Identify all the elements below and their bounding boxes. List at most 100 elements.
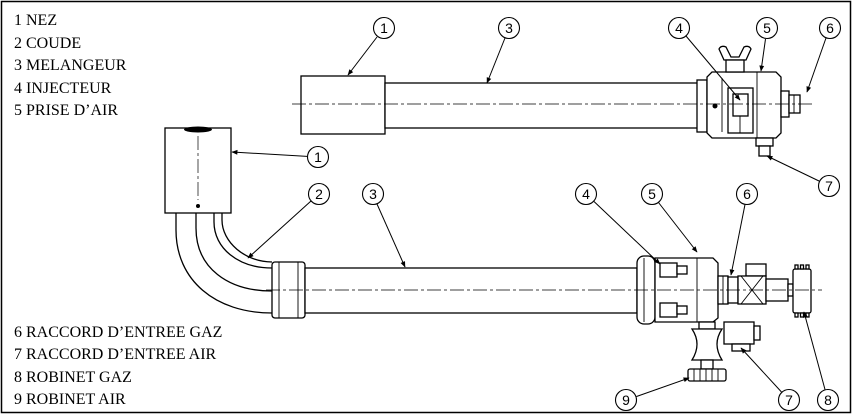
leader-line: [376, 203, 406, 268]
wing-nut: [718, 45, 752, 73]
callout-bubble: [777, 388, 801, 412]
callout-bubble: [497, 16, 521, 40]
legend-item-robinet-air: 9 ROBINET AIR: [14, 391, 126, 408]
callout-bubble: [755, 16, 779, 40]
callout-number: 6: [826, 20, 834, 36]
legend-bottom: 6 RACCORD D’ENTREE GAZ 7 RACCORD D’ENTRE…: [14, 324, 222, 408]
leader-line: [803, 311, 826, 390]
callout-bubble: [816, 388, 840, 412]
callout-bubble: [818, 16, 842, 40]
callout-top-5: 5: [755, 16, 779, 72]
callout-bottom-2: 2: [247, 182, 331, 259]
leader-line: [685, 35, 741, 101]
top-view: [292, 45, 814, 157]
air-inlet-body: [723, 321, 755, 345]
callout-number: 7: [825, 178, 833, 194]
wing-nut-wings: [718, 45, 752, 61]
top-view-callouts: 1 3 4 5 6 7: [347, 16, 842, 198]
leader-line: [231, 149, 308, 157]
knurl-tooth: [794, 312, 799, 318]
knurl-tooth: [805, 312, 810, 318]
callout-number: 6: [743, 186, 751, 202]
nozzle-tip-slot: [184, 126, 212, 133]
callout-bottom-9: 9: [614, 377, 690, 412]
wing-nut-base: [725, 59, 745, 73]
callout-bubble: [735, 182, 759, 206]
callout-number: 1: [314, 149, 322, 165]
legend-item-coude: 2 COUDE: [14, 35, 81, 52]
callout-top-6: 6: [806, 16, 842, 93]
air-inlet-fitting: [723, 321, 761, 352]
leader-line: [593, 201, 661, 265]
callout-bubble: [574, 182, 598, 206]
callout-bottom-6: 6: [729, 182, 759, 276]
callout-number: 4: [675, 20, 683, 36]
leader-line: [636, 377, 690, 397]
leader-line: [247, 200, 312, 259]
callout-bubble: [667, 16, 691, 40]
callout-bottom-7: 7: [740, 347, 801, 412]
leader-line: [806, 37, 827, 93]
leader-line: [347, 36, 378, 76]
legend-top: 1 NEZ 2 COUDE 3 MELANGEUR 4 INJECTEUR 5 …: [14, 12, 127, 119]
air-valve-knob: [687, 368, 727, 382]
nozzle-dot: [196, 204, 200, 208]
air-valve-stem: [698, 321, 716, 330]
tube-collar: [696, 79, 708, 133]
callout-bottom-4: 4: [574, 182, 661, 265]
callout-bottom-3: 3: [361, 182, 406, 268]
nozzle: [300, 75, 386, 135]
legend-item-nez: 1 NEZ: [14, 12, 57, 29]
callout-bubble: [361, 182, 385, 206]
injector-upper: [659, 262, 678, 278]
callout-number: 7: [785, 392, 793, 408]
injector-lower: [659, 302, 678, 318]
body-screw-dot: [712, 103, 718, 109]
legend-item-injecteur: 4 INJECTEUR: [14, 80, 112, 97]
knurl-tooth: [799, 264, 805, 270]
leader-line: [740, 347, 782, 393]
leader-line: [766, 155, 820, 182]
callout-top-7: 7: [766, 155, 841, 198]
callout-bubble: [817, 174, 841, 198]
mixer-tube: [384, 82, 699, 129]
knurl-tooth: [794, 264, 799, 270]
injector-lower-tip: [676, 305, 688, 315]
air-inlet-collar: [731, 343, 751, 352]
callout-top-4: 4: [667, 16, 741, 101]
leader-line: [729, 204, 746, 276]
air-inlet-fitting: [755, 137, 774, 157]
gas-valve-knob: [792, 268, 812, 314]
leader-line: [759, 38, 766, 72]
callout-bubble: [306, 145, 330, 169]
injector-upper-tip: [676, 265, 688, 275]
knurl-tooth: [805, 264, 810, 270]
callout-number: 4: [582, 186, 590, 202]
legend-item-raccord-air: 7 RACCORD D’ENTREE AIR: [14, 346, 217, 363]
injector: [659, 262, 688, 318]
callout-bubble: [614, 388, 638, 412]
callout-bubble: [307, 182, 331, 206]
air-valve-knurl: [693, 369, 719, 381]
air-valve: [687, 321, 727, 382]
air-valve-lower-stem: [700, 359, 714, 370]
air-inlet-nut: [753, 325, 761, 341]
nozzle: [164, 126, 232, 214]
legend-item-robinet-gaz: 8 ROBINET GAZ: [14, 369, 132, 386]
legend-item-melangeur: 3 MELANGEUR: [14, 57, 127, 74]
bottom-view-callouts: 1 2 3 4 5 6 7: [231, 145, 840, 412]
callout-bubble: [640, 182, 664, 206]
leader-line: [486, 37, 506, 84]
elbow-inner-wall-outer: [221, 213, 273, 263]
injector: [727, 87, 754, 134]
callout-bottom-1: 1: [231, 145, 330, 169]
elbow-inner-wall: [213, 213, 273, 269]
elbow-outer-wall: [175, 213, 273, 314]
leader-line: [658, 202, 698, 253]
gas-valve-top: [745, 263, 767, 277]
knurl-tooth: [799, 312, 805, 318]
callout-bottom-5: 5: [640, 182, 698, 253]
elbow: [175, 213, 273, 314]
callout-number: 3: [505, 20, 513, 36]
